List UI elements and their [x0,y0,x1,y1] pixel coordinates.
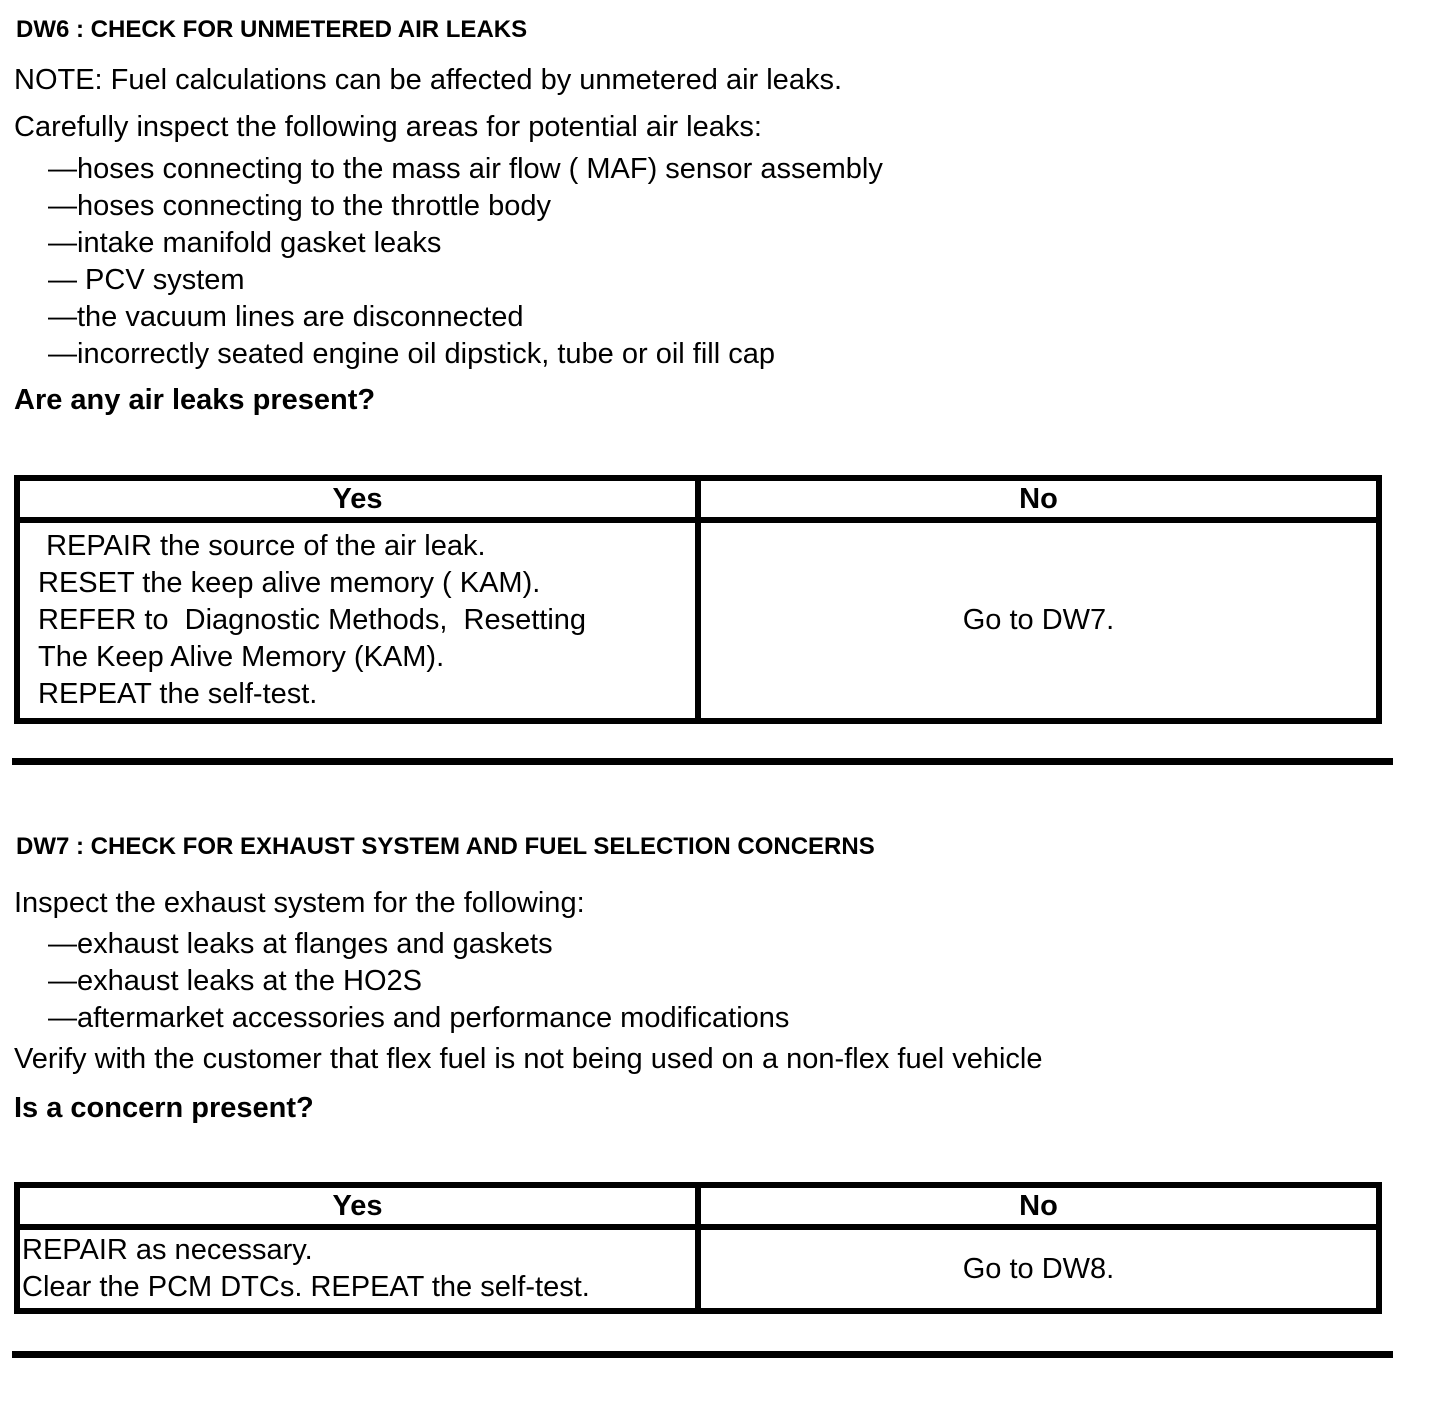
section-divider-rule [12,758,1393,765]
action-line: Clear the PCM DTCs. REPEAT the self-test… [22,1271,590,1303]
table-header-row: Yes No [14,475,1382,523]
checklist-item: —exhaust leaks at the HO2S [48,965,422,997]
action-line: REPEAT the self-test. [38,678,318,710]
action-line: REPAIR as necessary. [22,1234,313,1266]
yes-action-cell: REPAIR as necessary. Clear the PCM DTCs.… [14,1224,701,1314]
dw6-decision-question: Are any air leaks present? [14,384,376,416]
dw7-intro-text: Inspect the exhaust system for the follo… [14,887,585,919]
dw7-verify-text: Verify with the customer that flex fuel … [14,1043,1043,1075]
action-line: REPAIR the source of the air leak. [38,530,486,562]
no-column-header: No [695,475,1382,523]
action-line: REFER to Diagnostic Methods, Resetting [38,604,587,636]
dw6-checklist: —hoses connecting to the mass air flow (… [14,151,1456,373]
dw7-decision-question: Is a concern present? [14,1092,314,1124]
action-line: RESET the keep alive memory ( KAM). [38,567,541,599]
yes-column-header: Yes [14,1182,701,1230]
yes-action-cell: REPAIR the source of the air leak. RESET… [14,517,701,724]
checklist-item: —aftermarket accessories and performance… [48,1002,790,1034]
checklist-item: —the vacuum lines are disconnected [48,301,524,333]
no-action-cell: Go to DW7. [695,517,1382,724]
document-page: DW6 : CHECK FOR UNMETERED AIR LEAKS NOTE… [12,16,1456,1358]
dw7-checklist: —exhaust leaks at flanges and gaskets —e… [14,926,1456,1037]
checklist-item: —exhaust leaks at flanges and gaskets [48,928,553,960]
dw6-decision-table: Yes No REPAIR the source of the air leak… [14,475,1382,724]
checklist-item: — PCV system [48,264,245,296]
checklist-item: —hoses connecting to the mass air flow (… [48,153,883,185]
dw6-intro-text: Carefully inspect the following areas fo… [14,111,762,143]
dw7-decision-table: Yes No REPAIR as necessary. Clear the PC… [14,1182,1382,1314]
dw6-note-text: NOTE: Fuel calculations can be affected … [14,64,843,96]
table-row: REPAIR the source of the air leak. RESET… [14,517,1382,724]
checklist-item: —hoses connecting to the throttle body [48,190,551,222]
page-end-rule [12,1351,1393,1358]
no-action-cell: Go to DW8. [695,1224,1382,1314]
table-header-row: Yes No [14,1182,1382,1230]
table-row: REPAIR as necessary. Clear the PCM DTCs.… [14,1224,1382,1314]
checklist-item: —intake manifold gasket leaks [48,227,442,259]
no-column-header: No [695,1182,1382,1230]
yes-column-header: Yes [14,475,701,523]
section-dw6: DW6 : CHECK FOR UNMETERED AIR LEAKS NOTE… [14,16,1456,724]
checklist-item: —incorrectly seated engine oil dipstick,… [48,338,775,370]
action-line: The Keep Alive Memory (KAM). [38,641,445,673]
dw6-step-title: DW6 : CHECK FOR UNMETERED AIR LEAKS [16,16,528,43]
section-dw7: DW7 : CHECK FOR EXHAUST SYSTEM AND FUEL … [14,833,1456,1314]
dw7-step-title: DW7 : CHECK FOR EXHAUST SYSTEM AND FUEL … [16,833,875,860]
